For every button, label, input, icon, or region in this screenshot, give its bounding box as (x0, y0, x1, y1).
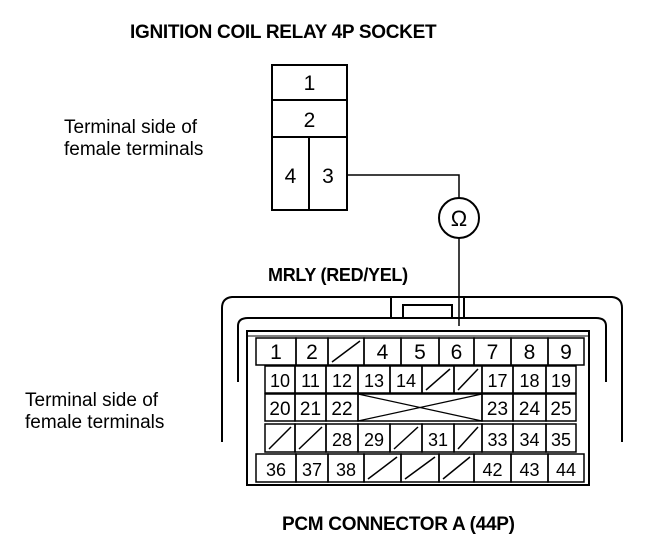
connector-latch-inner (402, 304, 453, 319)
relay-terminal-3: 3 (322, 165, 334, 188)
terminal-label-42: 42 (482, 460, 502, 480)
terminal-label-4: 4 (377, 341, 389, 364)
connector-face (246, 330, 590, 486)
relay-terminal-2: 2 (304, 109, 316, 132)
terminal-label-34: 34 (519, 430, 539, 450)
empty-terminal-slash (425, 368, 451, 391)
terminal-cell (547, 337, 585, 366)
blocked-cross (357, 393, 483, 422)
terminal-label-25: 25 (550, 399, 571, 420)
connector-latch (390, 296, 465, 319)
terminal-label-10: 10 (270, 371, 290, 391)
terminal-label-43: 43 (519, 460, 539, 480)
terminal-cell (545, 423, 577, 453)
relay-socket-title: IGNITION COIL RELAY 4P SOCKET (130, 22, 437, 43)
terminal-label-18: 18 (519, 371, 539, 391)
empty-terminal-slash (393, 426, 419, 450)
terminal-label-24: 24 (519, 399, 541, 420)
terminal-label-44: 44 (556, 460, 576, 480)
terminal-label-21: 21 (300, 399, 321, 420)
terminal-label-19: 19 (551, 371, 571, 391)
test-lead (347, 174, 460, 326)
test-lead-upper (347, 174, 460, 198)
terminal-label-12: 12 (332, 371, 352, 391)
terminal-label-38: 38 (336, 460, 356, 480)
empty-terminal-slash (331, 340, 361, 363)
empty-terminal-slash (404, 456, 436, 480)
terminal-cell (547, 453, 585, 483)
empty-terminal-slash (457, 368, 479, 391)
terminal-label-1: 1 (270, 341, 282, 364)
empty-terminal-slash (442, 456, 471, 480)
relay-socket (271, 64, 348, 211)
ohm-symbol: Ω (451, 206, 467, 231)
pcm-connector-title: PCM CONNECTOR A (44P) (282, 514, 515, 535)
empty-terminal-slash (298, 426, 323, 450)
wire-label: MRLY (RED/YEL) (268, 265, 408, 285)
terminal-label-20: 20 (269, 399, 290, 420)
empty-terminal-slash (367, 456, 398, 480)
pcm-note-line1: Terminal side of (25, 390, 159, 411)
terminal-label-9: 9 (560, 341, 572, 364)
terminal-cell (545, 393, 577, 422)
empty-terminal-slash (268, 426, 292, 450)
pcm-connector-housing (221, 296, 623, 486)
pcm-connector-note: Terminal side of female terminals (25, 390, 164, 434)
terminal-label-23: 23 (487, 399, 508, 420)
relay-terminal-1: 1 (304, 72, 316, 95)
ohmmeter-icon: Ω (438, 197, 480, 239)
terminal-label-6: 6 (451, 341, 463, 364)
terminal-label-37: 37 (302, 460, 322, 480)
relay-note-line2: female terminals (64, 139, 204, 160)
terminal-cell (545, 365, 577, 394)
terminal-label-8: 8 (524, 341, 536, 364)
relay-note-line1: Terminal side of (64, 117, 198, 138)
relay-terminal-4: 4 (285, 165, 297, 188)
terminal-label-36: 36 (266, 460, 286, 480)
terminal-label-7: 7 (487, 341, 499, 364)
terminal-label-14: 14 (396, 371, 416, 391)
terminal-label-2: 2 (306, 341, 318, 364)
terminal-label-35: 35 (551, 430, 571, 450)
terminal-label-33: 33 (487, 430, 507, 450)
pcm-note-line2: female terminals (25, 412, 165, 433)
terminal-label-29: 29 (364, 430, 384, 450)
terminal-label-11: 11 (301, 371, 320, 391)
relay-socket-note: Terminal side of female terminals (64, 117, 203, 161)
terminal-label-17: 17 (487, 371, 507, 391)
terminal-label-13: 13 (364, 371, 384, 391)
terminal-label-28: 28 (332, 430, 352, 450)
terminal-label-31: 31 (428, 430, 448, 450)
terminal-label-22: 22 (331, 399, 352, 420)
empty-terminal-slash (457, 426, 479, 450)
terminal-label-5: 5 (414, 341, 426, 364)
